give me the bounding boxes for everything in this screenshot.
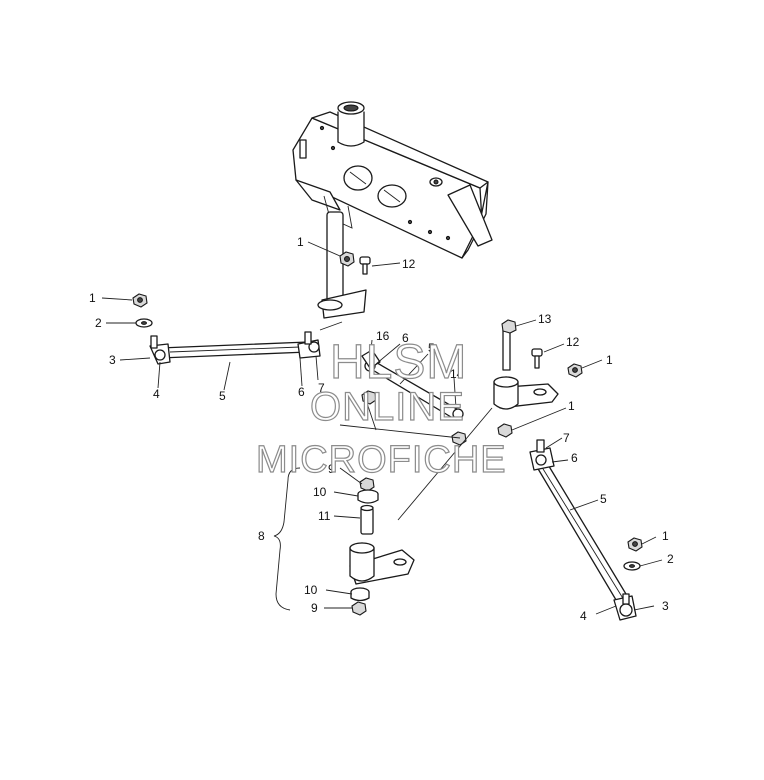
- leader-lines: [101, 241, 663, 615]
- right-tie-rod: [533, 457, 633, 611]
- idler-nut-9-bottom: [351, 601, 367, 616]
- callout-6: 6: [298, 385, 305, 399]
- assembly-bracket-8: [273, 467, 301, 611]
- callout-14: 14: [450, 367, 464, 381]
- callout-1: 1: [297, 235, 304, 249]
- callout-10: 10: [313, 485, 327, 499]
- callout-9: 9: [328, 462, 335, 476]
- callout-3: 3: [662, 599, 669, 613]
- steering-post: [317, 211, 367, 331]
- left-nut-1: [132, 293, 148, 308]
- watermark-line-3: MICROFICHE: [256, 439, 507, 481]
- callout-6: 6: [571, 451, 578, 465]
- right-washer-2: [623, 561, 641, 571]
- idler-arm: [349, 542, 415, 585]
- callout-11: 11: [318, 509, 331, 523]
- callout-9: 9: [311, 601, 318, 615]
- callout-5: 5: [219, 389, 226, 403]
- callout-1: 1: [568, 399, 575, 413]
- callout-1: 1: [606, 353, 613, 367]
- right-arm-nut-1: [567, 363, 583, 378]
- callout-13: 13: [538, 312, 552, 326]
- lower-nut-1: [497, 423, 513, 438]
- callout-7: 7: [563, 431, 570, 445]
- idler-sleeve-11: [360, 504, 374, 535]
- right-arm-bolt-12: [531, 348, 543, 369]
- watermark: HLSM ONLINE MICROFICHE: [255, 335, 507, 481]
- callout-2: 2: [667, 552, 674, 566]
- left-inner-rod-end: [297, 331, 321, 359]
- callout-1: 1: [662, 529, 669, 543]
- callout-4: 4: [153, 387, 160, 401]
- left-outer-rod-end: [149, 335, 171, 365]
- idler-bushing-10-top: [357, 489, 379, 504]
- callout-5: 5: [428, 341, 435, 355]
- right-steering-arm: [493, 319, 559, 410]
- center-rod-nut: [361, 390, 377, 405]
- callout-1: 1: [89, 291, 96, 305]
- callout-5: 5: [600, 492, 607, 506]
- right-lower-rod-end: [613, 593, 637, 621]
- callout-10: 10: [304, 583, 318, 597]
- callout-4: 4: [580, 609, 587, 623]
- callout-8: 8: [258, 529, 265, 543]
- idler-nut-9-top: [359, 477, 375, 492]
- callout-7: 7: [318, 381, 325, 395]
- post-nut: [339, 251, 355, 267]
- callout-6: 6: [402, 331, 409, 345]
- callout-12: 12: [402, 257, 416, 271]
- callout-16: 16: [376, 329, 390, 343]
- callout-12: 12: [566, 335, 580, 349]
- idler-nut: [451, 431, 467, 446]
- frame-cross-member: [292, 101, 493, 259]
- callouts: 1 12 1 2 3 4 5 6 7 16 6 5 14 13 12 1 1 7…: [89, 235, 674, 623]
- watermark-line-1: HLSM: [330, 336, 467, 389]
- left-washer-2: [135, 318, 153, 328]
- idler-bushing-10-bottom: [350, 587, 370, 602]
- callout-3: 3: [109, 353, 116, 367]
- post-bolt: [359, 256, 371, 275]
- watermark-line-2: ONLINE: [310, 385, 465, 429]
- center-drag-link: [361, 349, 464, 421]
- right-nut-1: [627, 537, 643, 552]
- callout-2: 2: [95, 316, 102, 330]
- right-upper-rod-end: [529, 439, 555, 471]
- left-tie-rod: [159, 341, 309, 359]
